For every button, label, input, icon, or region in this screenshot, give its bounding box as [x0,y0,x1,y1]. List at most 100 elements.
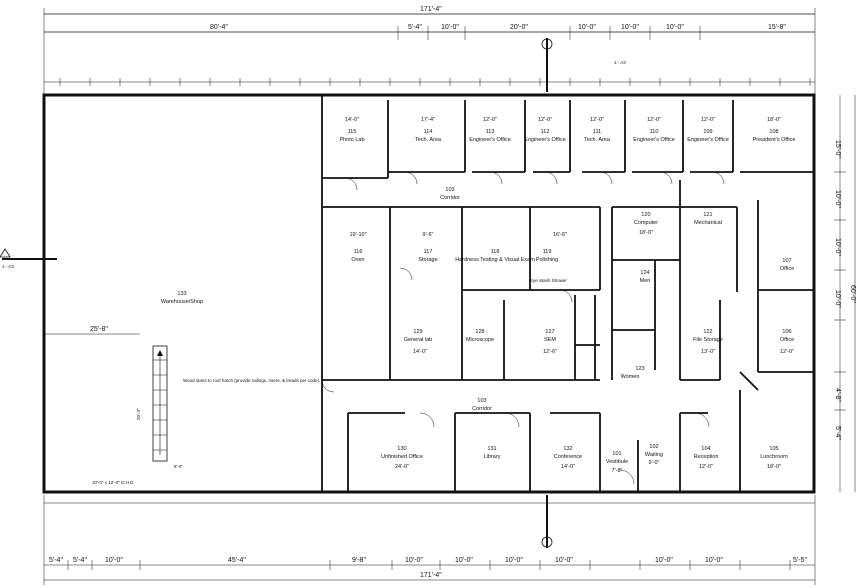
svg-text:4'-8": 4'-8" [834,388,841,402]
svg-text:15'-8": 15'-8" [768,24,786,31]
room-labels: 115 Photo Lab 14'-0" 114 Tech. Area 17'-… [161,117,796,474]
svg-text:121: 121 [703,212,712,218]
bottom-grid-ticks [43,495,816,585]
svg-text:10'-0": 10'-0" [578,24,596,31]
section-arrow-left: 1 - A3 [0,248,57,269]
svg-text:15'-0": 15'-0" [834,140,841,158]
svg-text:113: 113 [486,129,495,135]
svg-text:10'-0": 10'-0" [834,190,841,208]
svg-text:9'-6": 9'-6" [423,232,434,238]
svg-text:10'-0": 10'-0" [834,238,841,256]
svg-text:14'-0": 14'-0" [345,117,359,123]
svg-text:Photo Lab: Photo Lab [339,137,364,143]
svg-text:12'-0": 12'-0" [780,349,794,355]
section-arrow-top: 1 - A3 [541,38,626,92]
svg-text:18'-0": 18'-0" [767,464,781,470]
svg-text:124: 124 [640,270,649,276]
svg-text:Office: Office [780,266,794,272]
svg-text:17'-4": 17'-4" [421,117,435,123]
svg-text:118: 118 [491,249,500,255]
stairs-note: Wood stairs to roof hatch (provide raili… [183,378,320,383]
overhead-door-note: 10'-0" x 12'-0" O.H.D. [92,480,135,485]
svg-text:Polishing: Polishing [536,257,558,263]
svg-text:10'-0": 10'-0" [441,24,459,31]
svg-text:12'-0": 12'-0" [538,117,552,123]
svg-text:7'-8": 7'-8" [612,468,623,474]
svg-text:24'-0": 24'-0" [395,464,409,470]
overall-width-bottom: 171'-4" [420,572,442,579]
svg-text:Tech. Area: Tech. Area [415,137,442,143]
building-exterior-wall [42,93,816,494]
svg-text:Conference: Conference [554,454,582,460]
svg-text:128: 128 [475,329,484,335]
svg-text:Men: Men [640,278,651,284]
svg-text:10'-0": 10'-0" [655,557,673,564]
svg-text:Office: Office [780,337,794,343]
svg-text:Mechanical: Mechanical [694,220,722,226]
svg-text:File Storage: File Storage [693,337,723,343]
svg-text:116: 116 [354,249,363,255]
svg-text:120: 120 [641,212,650,218]
interior-walls [321,95,814,492]
section-arrow-bottom [541,495,553,548]
svg-text:10'-0": 10'-0" [455,557,473,564]
svg-text:Computer: Computer [634,220,658,226]
svg-text:Engineer's Office: Engineer's Office [469,137,511,143]
overall-width-top: 171'-4" [420,6,442,13]
top-overall-dimension: 171'-4" [43,6,816,95]
svg-text:Engineer's Office: Engineer's Office [524,137,566,143]
svg-text:Engineer's Office: Engineer's Office [687,137,729,143]
svg-text:Vestibule: Vestibule [606,459,628,465]
svg-text:18'-0": 18'-0" [767,117,781,123]
svg-text:SEM: SEM [544,337,556,343]
svg-text:103: 103 [445,187,454,193]
svg-text:25'-8": 25'-8" [90,326,108,333]
section-label-left: 1 - A3 [2,264,14,269]
right-overall-dimension: 60'-0" [849,285,856,303]
svg-text:Women: Women [621,374,640,380]
svg-text:110: 110 [650,129,659,135]
svg-text:President's Office: President's Office [753,137,796,143]
svg-text:20'-3": 20'-3" [136,408,141,420]
svg-text:10'-0": 10'-0" [505,557,523,564]
svg-text:10'-0": 10'-0" [705,557,723,564]
svg-text:117: 117 [424,249,433,255]
svg-text:130: 130 [397,446,406,452]
svg-text:Hardness Testing & Visual Exam: Hardness Testing & Visual Exam [455,257,535,263]
svg-text:Oven: Oven [351,257,364,263]
svg-text:9'-0": 9'-0" [649,460,660,466]
svg-text:10'-0": 10'-0" [834,290,841,308]
svg-text:45'-4": 45'-4" [228,557,246,564]
eye-wash-note: Eye Wash Shower [530,278,567,283]
left-wing-dimension: 80'-4" [210,24,228,31]
svg-text:127: 127 [545,329,554,335]
svg-text:107: 107 [782,258,791,264]
right-dimensions [834,95,856,492]
svg-text:103: 103 [477,398,486,404]
svg-text:108: 108 [769,129,778,135]
svg-text:Corridor: Corridor [472,406,492,412]
svg-text:12'-0": 12'-0" [590,117,604,123]
svg-text:Reception: Reception [694,454,719,460]
svg-text:115: 115 [348,129,357,135]
svg-text:10'-0": 10'-0" [555,557,573,564]
svg-text:109: 109 [703,129,712,135]
svg-text:132: 132 [563,446,572,452]
svg-text:119: 119 [543,249,552,255]
svg-text:12'-0": 12'-0" [701,117,715,123]
svg-text:Library: Library [484,454,501,460]
svg-text:14'-0": 14'-0" [561,464,575,470]
svg-text:101: 101 [612,451,621,457]
svg-text:12'-0": 12'-0" [647,117,661,123]
svg-text:Tech. Area: Tech. Area [584,137,611,143]
svg-text:12'-0": 12'-0" [483,117,497,123]
svg-text:Corridor: Corridor [440,195,460,201]
svg-text:General lab: General lab [404,337,432,343]
svg-text:5'-4": 5'-4" [408,24,422,31]
svg-text:Storage: Storage [418,257,437,263]
svg-text:Microscope: Microscope [466,337,494,343]
svg-text:13'-0": 13'-0" [701,349,715,355]
svg-text:10'-0": 10'-0" [666,24,684,31]
svg-text:114: 114 [424,129,433,135]
